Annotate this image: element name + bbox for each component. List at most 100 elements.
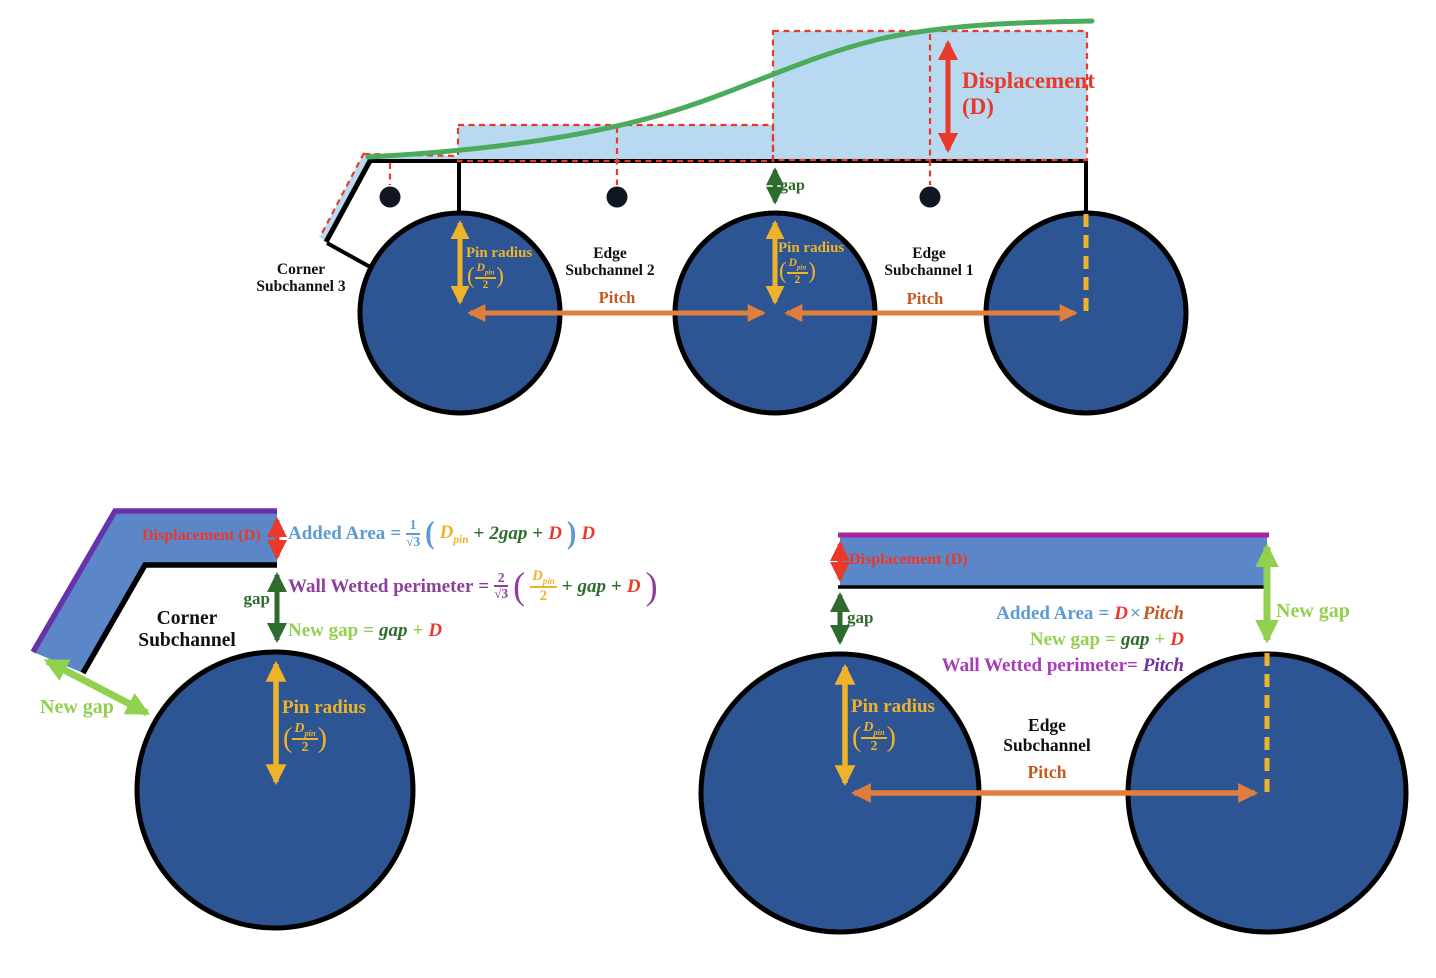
pin-radius-label: Pin radius [282,697,366,718]
d-term: D [1114,603,1128,625]
duct-deflection-curve [365,18,1095,160]
dpin: Dpin [474,262,497,279]
edge-new-gap-formula: New gap = gap + D [850,627,1184,653]
plus: + [561,575,573,597]
label-line: Subchannel 3 [256,278,346,296]
dpin-over-2: Dpin 2 [292,721,318,755]
corner-subchannel-boundary [326,241,373,270]
dpin-sub: pin [542,575,555,586]
label-line: Corner [276,261,326,278]
dpin: Dpin [861,720,887,740]
corner-pin-circle [134,649,416,931]
plus: + [473,523,485,545]
label-line: Subchannel [1003,734,1091,755]
formula-lhs: Added Area [996,603,1094,625]
pin-radius-label: Pin radius [851,696,935,717]
pitch-label-1: Pitch [598,288,636,307]
displacement-label-line2: (D) [962,94,994,119]
d-term: D [548,523,562,545]
dpin-den: 2 [482,278,489,291]
dpin-over-2: Dpin 2 [861,720,887,755]
dpin-sub: pin [304,728,316,738]
top-duct-deflection-diagram [319,18,1189,416]
label-line: Subchannel 1 [884,262,974,280]
label-line: Edge [1028,715,1066,735]
dpin-base: D [439,521,454,543]
equals: = [1098,603,1110,625]
paren-close: ) [566,516,577,551]
gap-label: gap [780,177,805,194]
pin-radius-label-2: Pin radius [778,240,845,256]
displacement-label: Displacement (D) [849,551,968,568]
paren-open: ( [779,258,787,284]
edge-formulas: Added Area = D × Pitch New gap = gap + D… [850,601,1184,679]
displacement-label: Displacement (D) [142,527,261,544]
pin-radius-fraction: ( Dpin 2 ) [852,720,896,754]
equals: = [363,620,375,641]
one-over-sqrt3: 1 √3 [406,518,421,549]
d-term: D [1170,629,1184,651]
dpin-den: 2 [870,739,878,755]
formula-lhs: Added Area [288,523,386,545]
dpin-base: D [532,567,543,584]
original-corner-wall [80,562,277,675]
dpin-base: D [476,262,485,274]
corner-subchannel-title: Corner Subchannel [138,608,236,652]
dpin-sub: pin [796,264,807,272]
new-gap-arrow [43,657,151,717]
d-term: D [428,620,443,641]
corner-new-gap-formula: New gap = gap + D [288,620,442,641]
label-line: Subchannel 2 [565,262,655,280]
equals: = [390,523,402,545]
dpin-base: D [294,721,305,736]
displaced-corner-outline [319,152,365,238]
edge-displaced-band [840,536,1267,586]
pin-center-dot-3 [919,186,941,208]
corner-duct-wall [323,157,374,244]
pitch-label: Pitch [1027,762,1067,782]
gap-term: gap [577,575,607,597]
dpin-over-2: Dpin 2 [474,262,497,292]
formula-lhs: New gap [288,620,359,641]
corner-subchannel-diagram [30,508,416,931]
gap-label: gap [243,589,270,608]
dpin: Dpin [786,257,809,274]
paren-open: ( [283,722,293,754]
dpin-sub: pin [873,727,885,737]
dpin-base: D [788,257,797,269]
pin-radius-fraction-2: ( Dpin 2 ) [779,257,816,287]
frac-den: √3 [406,533,421,549]
label-line: Subchannel [138,629,236,651]
formula-lhs: Wall Wetted perimeter= [941,655,1138,677]
dpin-den: 2 [539,588,548,605]
frac-den: √3 [494,586,509,602]
formula-lhs: New gap [1029,629,1101,651]
dpin: Dpin [292,721,318,741]
dpin-den: 2 [794,273,801,286]
edge-subchannel-diagram [698,532,1409,935]
paren-open: ( [425,516,435,551]
pin-radius-fraction: ( Dpin 2 ) [283,721,327,755]
corner-wetted-perimeter-formula: Wall Wetted perimeter = 2 √3 ( Dpin 2 + … [288,564,658,607]
gap-term: gap [379,620,408,641]
displaced-wall-edge [30,508,277,654]
edge-subchannel-title: Edge Subchannel [1003,715,1091,755]
corner-displaced-strip [320,153,370,242]
gap-term: gap [1120,629,1150,651]
pitch-term: Pitch [1142,655,1184,677]
dpin-sub: pin [453,533,469,546]
paren-open: ( [467,263,475,289]
paren-close: ) [645,564,658,607]
equals: = [478,575,490,597]
gap-label: gap [847,608,874,627]
frac-num: 1 [406,518,421,535]
paren-close: ) [496,263,504,289]
label-line: Edge [593,245,627,262]
pitch-label-2: Pitch [906,289,944,308]
formula-lhs: Wall Wetted perimeter [288,575,474,597]
plus: + [611,575,622,597]
dpin-base: D [863,720,874,735]
dpin-term: Dpin [440,522,469,547]
